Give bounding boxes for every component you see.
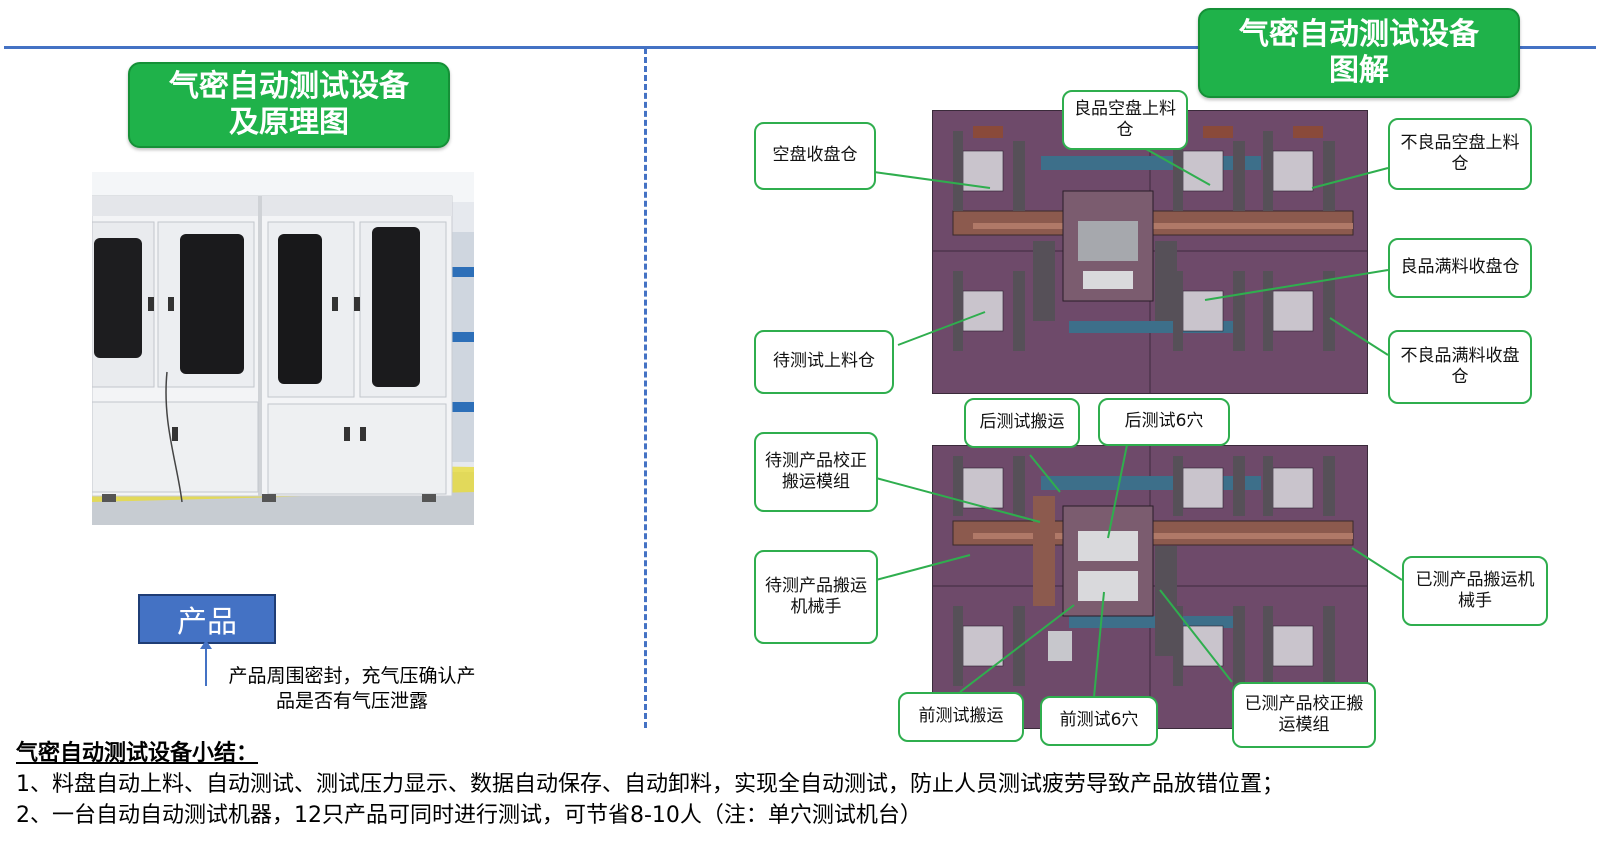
equipment-photo	[92, 172, 474, 525]
summary-line-1: 1、料盘自动上料、自动测试、测试压力显示、数据自动保存、自动卸料，实现全自动测试…	[16, 772, 1285, 798]
callout-front-test-transfer: 前测试搬运	[898, 692, 1024, 742]
summary-block: 气密自动测试设备小结： 1、料盘自动上料、自动测试、测试压力显示、数据自动保存、…	[16, 738, 1284, 832]
callout-good-empty-load: 良品空盘上料仓	[1062, 90, 1188, 150]
right-title-line-1: 气密自动测试设备	[1239, 17, 1479, 52]
right-title-line-2: 图解	[1329, 53, 1389, 88]
callout-pending-transfer-arm: 待测产品搬运机械手	[754, 550, 878, 644]
summary-title: 气密自动测试设备小结：	[16, 741, 259, 766]
header-rule	[4, 46, 1596, 49]
callout-ng-empty-load: 不良品空盘上料仓	[1388, 118, 1532, 190]
left-title-line-1: 气密自动测试设备	[169, 69, 409, 104]
top-machine-layout	[932, 110, 1368, 394]
callout-ng-full-receive: 不良品满料收盘仓	[1388, 330, 1532, 404]
right-section-title: 气密自动测试设备 图解	[1198, 8, 1520, 98]
callout-empty-tray-receive: 空盘收盘仓	[754, 122, 876, 190]
left-section-title: 气密自动测试设备 及原理图	[128, 62, 450, 148]
product-note: 产品周围密封，充气压确认产品是否有气压泄露	[228, 665, 476, 712]
summary-line-2: 2、一台自动自动测试机器，12只产品可同时进行测试，可节省8-10人（注：单穴测…	[16, 803, 922, 829]
callout-pending-align-module: 待测产品校正搬运模组	[754, 432, 878, 512]
product-label-box: 产品	[138, 594, 276, 644]
callout-front-test-6-cavity: 前测试6穴	[1040, 696, 1158, 746]
section-divider	[644, 48, 647, 728]
left-title-line-2: 及原理图	[229, 105, 349, 140]
callout-pending-load: 待测试上料仓	[754, 330, 894, 394]
callout-good-full-receive: 良品满料收盘仓	[1388, 238, 1532, 298]
arrow-up-icon	[200, 640, 212, 686]
callout-rear-test-6-cavity: 后测试6穴	[1098, 398, 1230, 446]
callout-tested-transfer-arm: 已测产品搬运机械手	[1402, 556, 1548, 626]
callout-tested-align-module: 已测产品校正搬运模组	[1232, 682, 1376, 748]
callout-rear-test-transfer: 后测试搬运	[964, 398, 1080, 448]
